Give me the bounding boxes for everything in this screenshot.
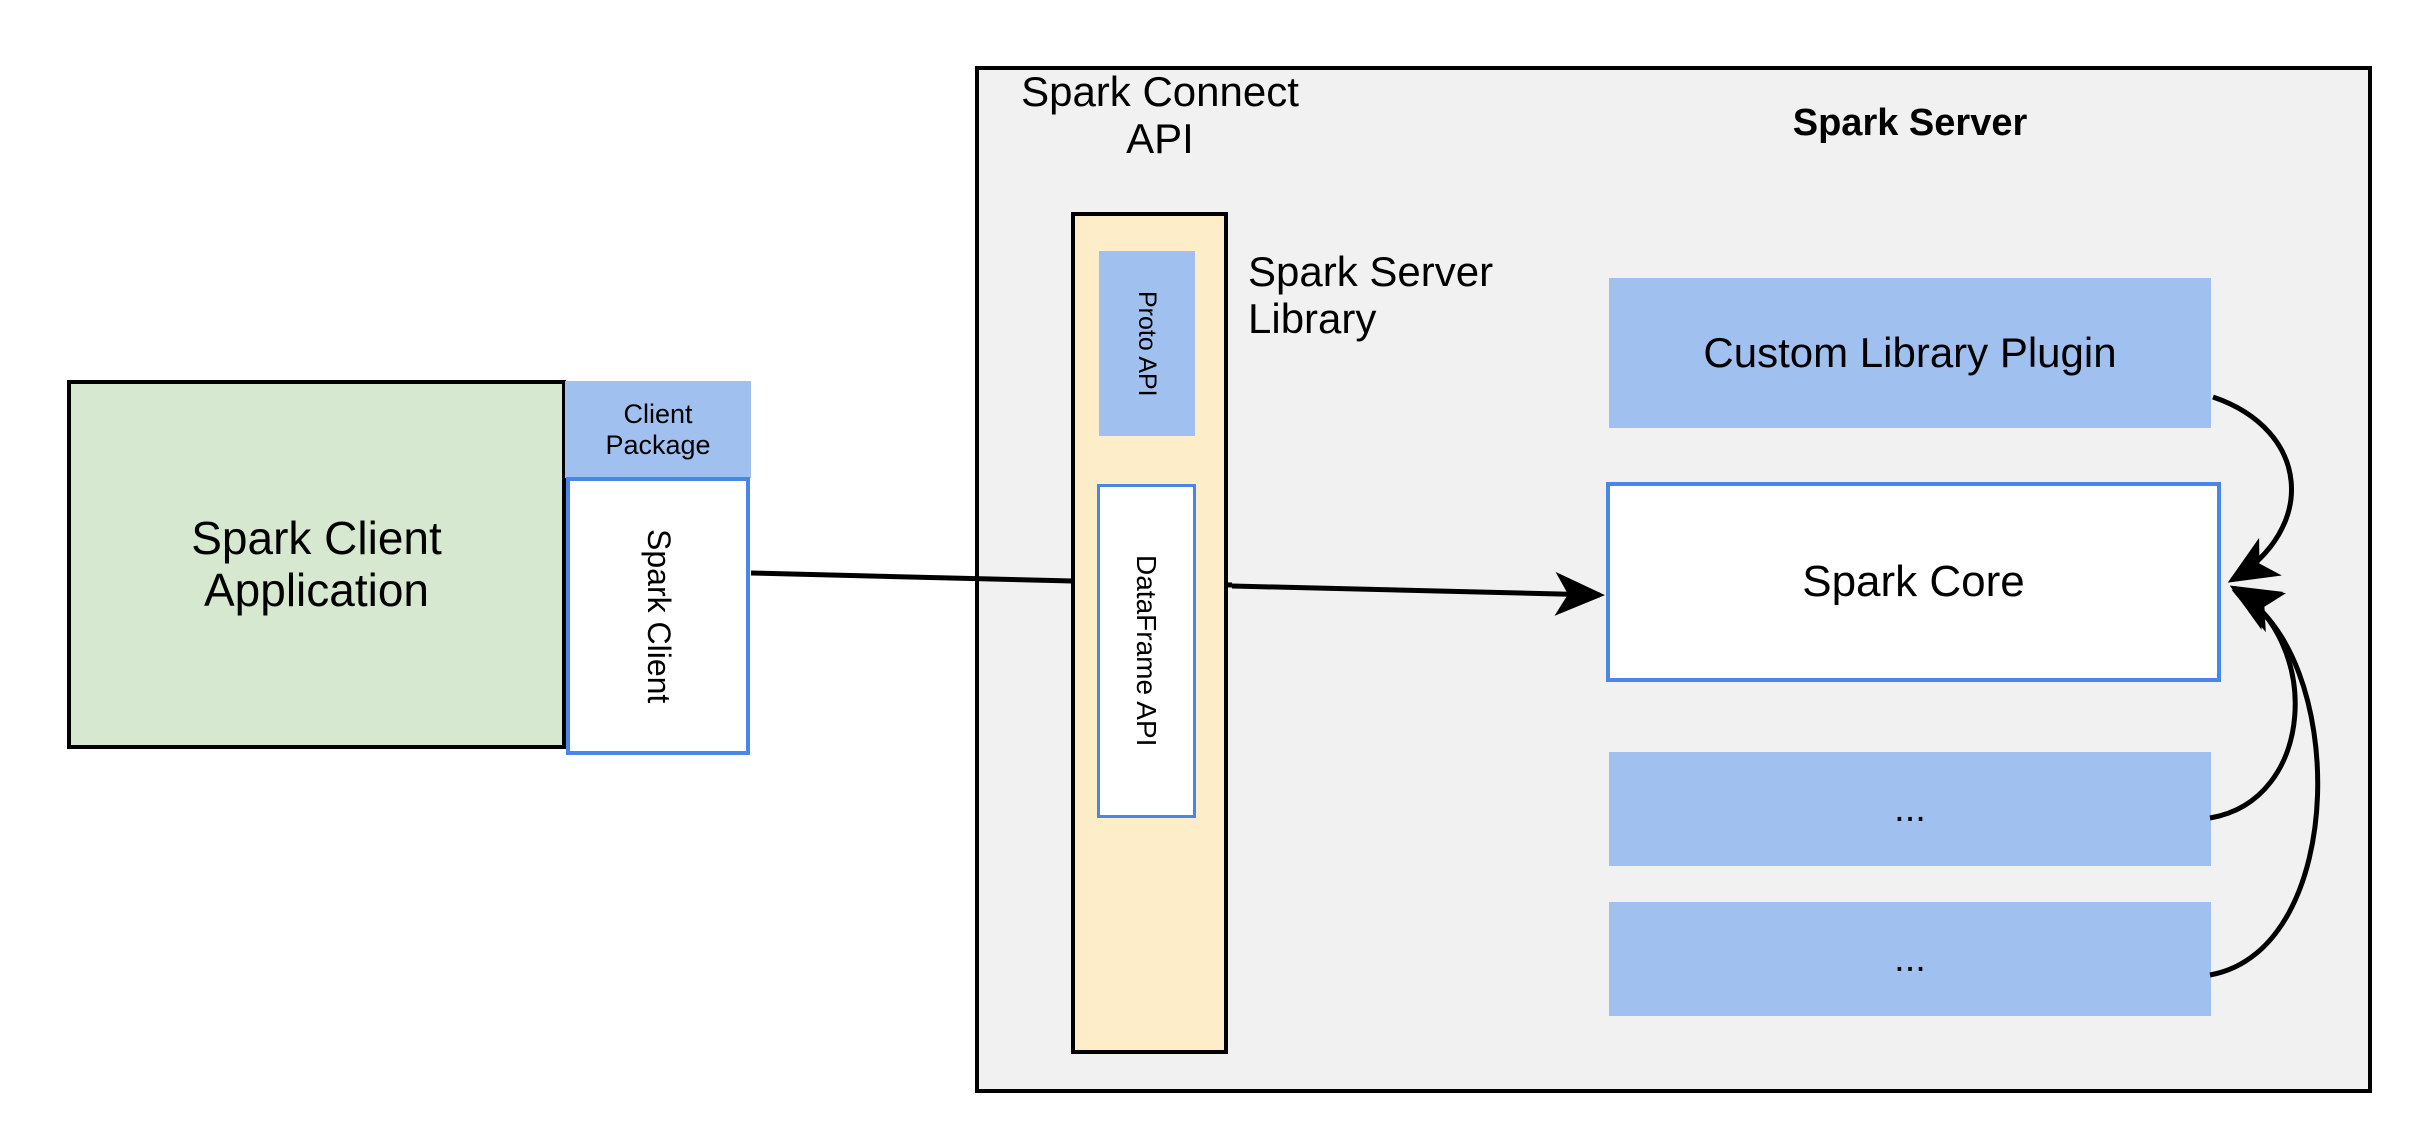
dataframe-api-box[interactable]: DataFrame API [1097, 484, 1196, 818]
client-package-label-line2: Package [605, 429, 711, 460]
spark-client-label: Spark Client [640, 528, 677, 704]
spark-client-application-box[interactable]: Spark Client Application [67, 380, 566, 749]
spark-server-library-label-line1: Spark Server [1248, 248, 1494, 295]
proto-api-label: Proto API [1133, 290, 1161, 397]
client-package-label-line1: Client [623, 399, 693, 430]
dataframe-api-label: DataFrame API [1131, 555, 1163, 747]
spark-connect-api-label: Spark Connect API [1010, 68, 1310, 178]
spark-client-application-label-line1: Spark Client [191, 511, 442, 564]
client-package-label: Client Package [605, 399, 710, 459]
spark-server-title: Spark Server [1792, 101, 2028, 144]
client-package-box[interactable]: Client Package [565, 381, 751, 478]
etc-box-two[interactable]: ... [1609, 902, 2211, 1016]
custom-library-plugin-box[interactable]: Custom Library Plugin [1609, 278, 2211, 428]
spark-client-box[interactable]: Spark Client [566, 477, 750, 755]
etc-box-one[interactable]: ... [1609, 752, 2211, 866]
spark-client-application-label: Spark Client Application [191, 511, 442, 616]
proto-api-box[interactable]: Proto API [1099, 251, 1195, 436]
spark-client-application-label-line2: Application [203, 563, 430, 616]
spark-core-box[interactable]: Spark Core [1606, 482, 2221, 682]
spark-server-library-label-line2: Library [1248, 295, 1377, 343]
spark-server-library-label: Spark Server Library [1248, 248, 1578, 358]
spark-connect-api-label-line2: API [1126, 115, 1194, 163]
spark-connect-api-label-line1: Spark Connect [1021, 68, 1299, 115]
